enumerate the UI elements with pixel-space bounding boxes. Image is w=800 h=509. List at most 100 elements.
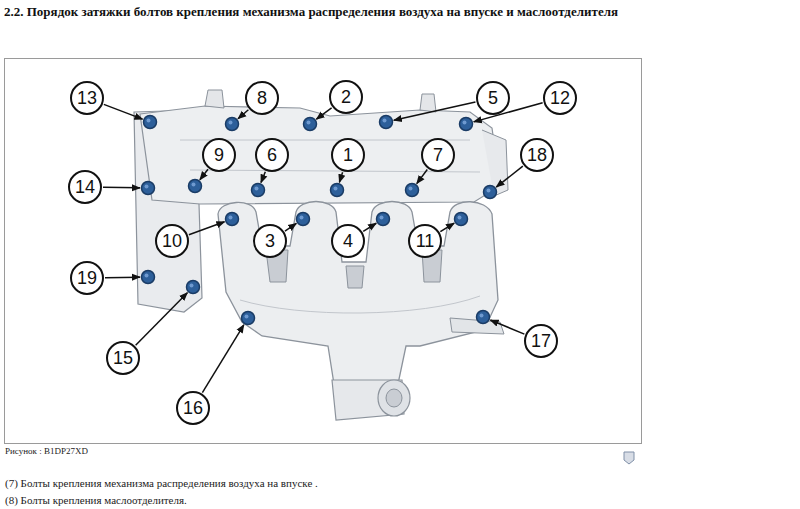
callout-circle: 12 [543,81,577,115]
callout-circle: 4 [331,224,365,258]
legend-note: (7) Болты крепления механизма распределе… [5,477,318,489]
bolt-highlight [383,119,387,123]
callout-circle: 8 [245,81,279,115]
bolt-group [142,116,497,325]
bolt-highlight [229,121,233,125]
callout-number: 4 [343,232,353,250]
callout-number: 17 [531,332,551,350]
callout-number: 3 [265,232,275,250]
callout-circle: 7 [421,138,455,172]
bolt [484,186,497,199]
bolt [331,184,344,197]
callout-circle: 9 [202,138,236,172]
bolt [187,281,200,294]
callout-circle: 14 [68,170,102,204]
outlet-bore [386,389,402,407]
cover-pipe [205,90,224,108]
callout-circle: 15 [106,341,140,375]
bolt-highlight [409,187,413,191]
callout-number: 18 [527,146,547,164]
leader-line [285,223,296,231]
callout-circle: 18 [520,138,554,172]
leader-line [363,223,376,231]
bolt [189,180,202,193]
callout-circle: 17 [524,324,558,358]
callout-number: 10 [162,232,182,250]
leader-line [339,172,342,182]
callout-circle: 19 [70,261,104,295]
callout-number: 13 [77,89,97,107]
leader-line [490,320,524,334]
leader-line [104,104,143,119]
leader-group [103,102,543,393]
callout-circle: 11 [408,224,442,258]
leader-line [202,325,243,393]
bolt [242,312,255,325]
bolt-highlight [245,315,249,319]
cover-pipe [420,94,436,112]
bolt-highlight [487,189,491,193]
bolt [297,213,310,226]
bolt-highlight [334,187,338,191]
leader-line [103,187,140,189]
callout-circle: 6 [255,138,289,172]
page-title: 2.2. Порядок затяжки болтов крепления ме… [4,4,618,20]
bolt [226,118,239,131]
callout-circle: 1 [331,138,365,172]
bolt [380,116,393,129]
page-icon [624,452,634,464]
bolt [144,116,157,129]
callout-circle: 5 [476,81,510,115]
outlet-flange [378,380,410,416]
bolt [226,213,239,226]
bolt [460,118,473,131]
callout-number: 8 [257,89,267,107]
callout-number: 16 [183,399,203,417]
bolt-highlight [463,121,467,125]
bolt-highlight [458,216,462,220]
bolt [406,184,419,197]
bolt [477,311,490,324]
bolt-highlight [145,274,149,278]
leader-line [200,169,208,179]
bolt [142,182,155,195]
leader-line [238,110,248,119]
legend-note: (8) Болты крепления маслоотделителя. [5,494,187,506]
bolt-highlight [480,314,484,318]
leader-line [316,108,331,119]
bolt [252,184,265,197]
leader-line [440,223,454,231]
callout-number: 11 [416,232,435,250]
leader-line [136,293,188,345]
callout-number: 1 [343,146,353,164]
callout-number: 9 [214,146,224,164]
oil-separator-cover [140,106,500,204]
bolt [142,271,155,284]
callout-circle: 2 [329,80,363,114]
bolt-highlight [307,121,311,125]
leader-line [496,166,523,187]
callout-number: 2 [341,88,351,106]
bolt [304,118,317,131]
figure-frame [5,59,642,444]
callout-number: 7 [433,146,443,164]
bolt-highlight [192,183,196,187]
bolt-highlight [145,185,149,189]
intake-manifold [218,202,498,385]
callout-number: 19 [77,269,97,287]
bolt-highlight [380,216,384,220]
leader-line [105,276,140,278]
bolt-highlight [300,216,304,220]
bolt-highlight [190,284,194,288]
callout-number: 15 [113,349,133,367]
callout-number: 6 [267,146,277,164]
callout-circle: 16 [176,391,210,425]
bolt-highlight [147,119,151,123]
callout-circle: 10 [155,224,189,258]
leader-line [189,222,225,235]
figure-caption: Рисунок : B1DP27XD [5,446,88,456]
manifold-rib [240,296,480,313]
callout-number: 14 [75,178,95,196]
callout-circle: 13 [70,81,104,115]
